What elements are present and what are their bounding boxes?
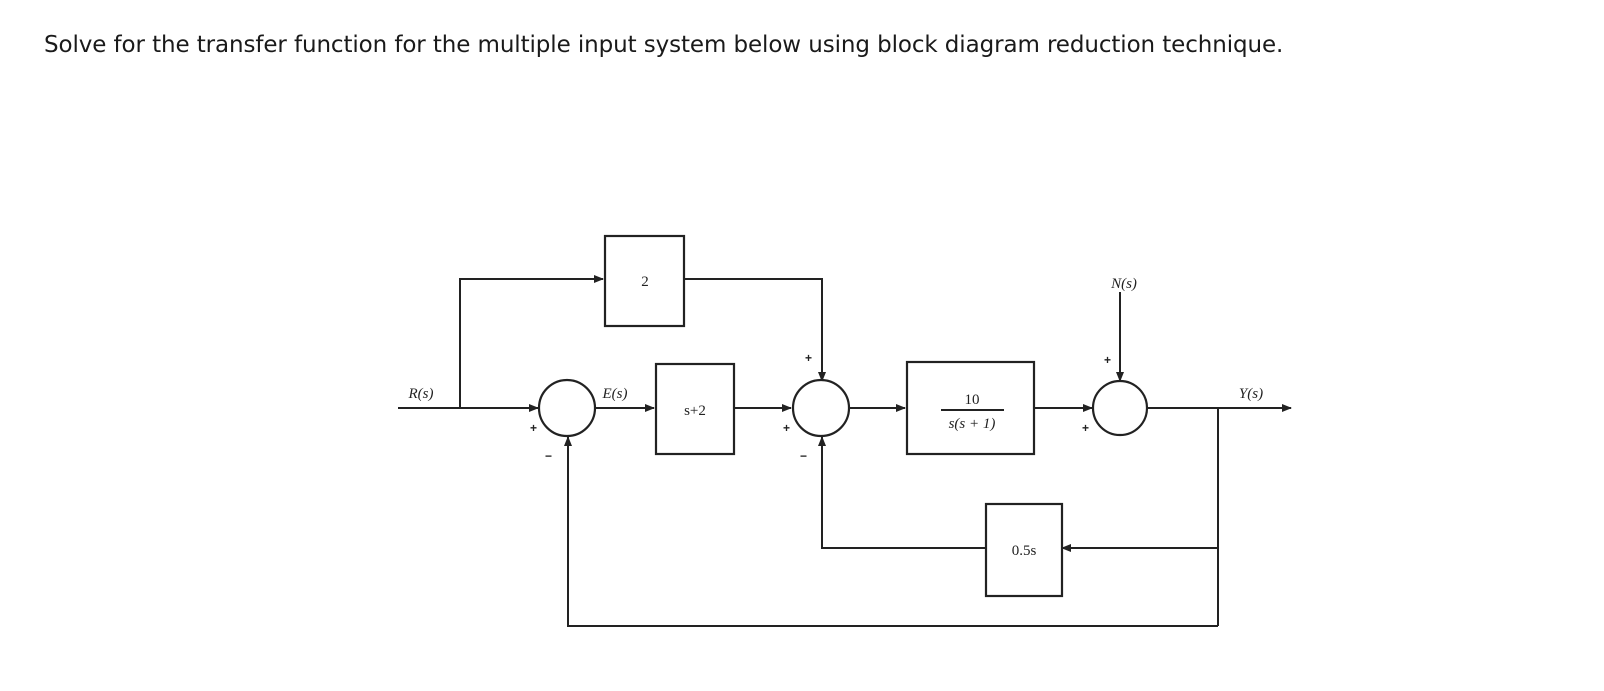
question-text: Solve for the transfer function for the …	[44, 32, 1284, 58]
sum1-feedback-sign: −	[545, 449, 552, 463]
plant-block	[905, 360, 1036, 456]
plant-denominator: s(s + 1)	[949, 416, 996, 432]
feedback-block-label: 0.5s	[1012, 543, 1037, 559]
summing-junction-1	[537, 378, 597, 438]
sum3-left-sign: +	[1082, 421, 1089, 435]
sum3-top-sign: +	[1104, 353, 1111, 367]
disturbance-signal-label: N(s)	[1110, 276, 1137, 292]
wires	[398, 275, 1292, 627]
gain-block-label: 2	[641, 274, 649, 290]
wire-branch-to-gain-2	[459, 275, 604, 408]
gain-block-2	[603, 234, 686, 328]
input-signal-label: R(s)	[408, 386, 434, 402]
sum2-feedback-sign: −	[800, 449, 807, 463]
wire-unity-feedback-to-sum1	[564, 436, 1218, 627]
sum1-input-sign: +	[530, 421, 537, 435]
error-signal-label: E(s)	[602, 386, 628, 402]
feedback-block	[984, 502, 1064, 598]
output-signal-label: Y(s)	[1239, 386, 1263, 402]
summing-junction-2	[791, 378, 851, 438]
plant-numerator: 10	[965, 392, 980, 408]
wire-gain-2-to-sum2	[684, 278, 826, 382]
sum2-left-sign: +	[783, 421, 790, 435]
sum2-top-sign: +	[805, 351, 812, 365]
wire-feedback-block-to-sum2	[818, 436, 986, 549]
summing-junction-3	[1091, 379, 1149, 437]
controller-block-label: s+2	[684, 403, 706, 419]
controller-block	[654, 362, 736, 456]
